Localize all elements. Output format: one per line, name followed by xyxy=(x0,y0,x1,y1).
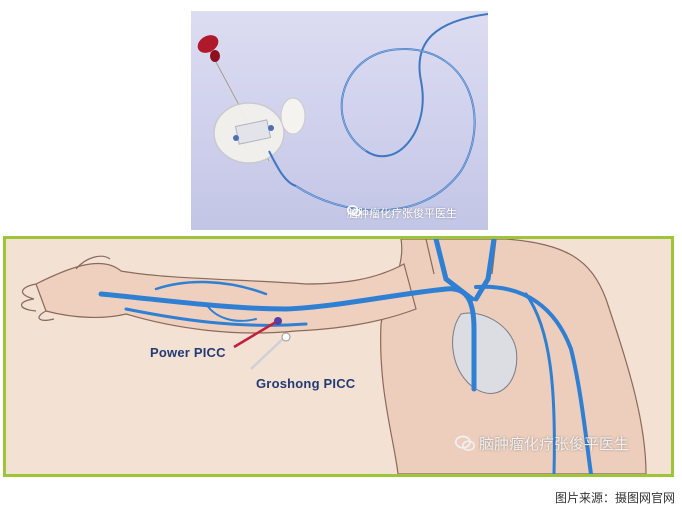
illustration-watermark: 脑肿瘤化疗张俊平医生 xyxy=(455,433,629,454)
picc-catheter-photo: 脑肿瘤化疗张俊平医生 xyxy=(191,11,488,230)
power-picc-label: Power PICC xyxy=(150,345,226,360)
illustration-watermark-text: 脑肿瘤化疗张俊平医生 xyxy=(479,436,630,453)
wechat-icon xyxy=(347,205,361,217)
photo-watermark-text: 脑肿瘤化疗张俊平医生 xyxy=(347,208,457,220)
photo-watermark: 脑肿瘤化疗张俊平医生 xyxy=(347,205,457,221)
image-credit: 图片来源：摄图网官网 xyxy=(554,491,675,505)
anatomy-drawing xyxy=(20,239,647,474)
picc-placement-illustration: Power PICC Groshong PICC xyxy=(3,236,674,477)
catheter-drawing xyxy=(197,13,488,212)
wechat-icon xyxy=(455,435,475,451)
groshong-picc-label: Groshong PICC xyxy=(256,376,356,391)
